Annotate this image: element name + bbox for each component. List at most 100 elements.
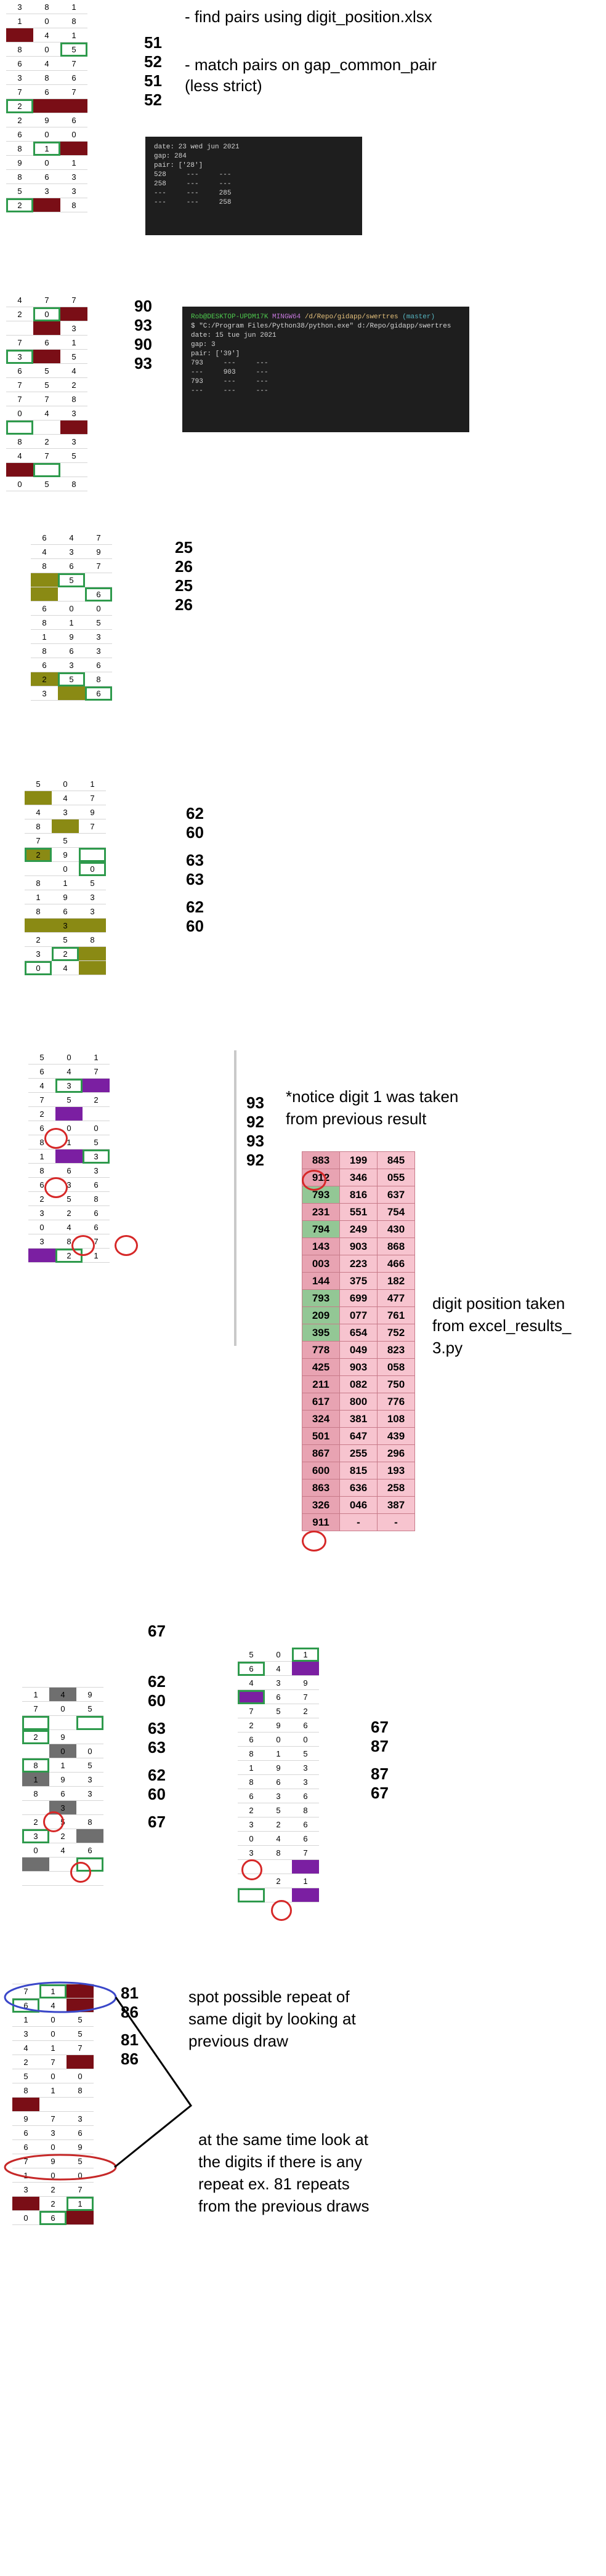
results-row: 911-- (302, 1513, 415, 1531)
results-cell: - (339, 1513, 378, 1531)
grid-cell: 6 (85, 686, 112, 701)
results-cell: 778 (302, 1341, 340, 1359)
grid-cell: 5 (238, 1648, 265, 1662)
results-cell: 903 (339, 1358, 378, 1376)
grid-cell: 0 (67, 2069, 94, 2083)
grid-cell (6, 420, 33, 435)
grid-row (6, 420, 87, 435)
highlight-ellipse-bottom (4, 2154, 117, 2181)
results-cell: 776 (377, 1393, 415, 1411)
red-circle-marker (302, 1170, 326, 1191)
grid-row: 6 (31, 587, 112, 602)
grid-cell: 5 (52, 932, 79, 947)
grid-cell: 5 (33, 477, 60, 491)
grid-cell: 1 (58, 615, 85, 630)
results-cell: 324 (302, 1410, 340, 1428)
grid-cell: 7 (6, 377, 33, 392)
grid-cell: 6 (67, 2125, 94, 2140)
terminal-line: date: 15 tue jun 2021 (191, 332, 277, 339)
results-cell: 326 (302, 1496, 340, 1514)
results-cell: 231 (302, 1203, 340, 1221)
grid-cell: 3 (25, 946, 52, 961)
grid-cell: 8 (83, 1191, 110, 1206)
grid-cell: 9 (265, 1718, 292, 1733)
grid-cell: 8 (292, 1803, 319, 1817)
grid-cell (33, 462, 60, 477)
note-less-strict: (less strict) (185, 76, 262, 95)
grid-cell: 6 (76, 1843, 103, 1858)
grid-cell: 9 (52, 890, 79, 904)
grid-cell: 2 (67, 2210, 94, 2225)
grid-cell: 6 (12, 2125, 39, 2140)
grid-cell: 7 (6, 84, 33, 99)
grid-cell (12, 1970, 39, 1984)
grid-cell: 0 (39, 2012, 67, 2027)
pair-number: 63 (186, 870, 204, 888)
grid-cell: 9 (6, 155, 33, 170)
grid-cell: 0 (33, 155, 60, 170)
grid-cell: 0 (265, 1732, 292, 1747)
grid-cell: 7 (83, 1064, 110, 1079)
grid-cell: 1 (238, 1760, 265, 1775)
results-cell: 249 (339, 1220, 378, 1238)
grid-cell: 8 (33, 0, 60, 14)
pair-number: 62 (186, 804, 204, 823)
grid-cell: 0 (39, 2026, 67, 2041)
grid-cell: 7 (292, 1845, 319, 1860)
grid-cell: 0 (83, 1121, 110, 1135)
grid-cell: 6 (292, 1718, 319, 1733)
grid-cell: 6 (60, 113, 87, 127)
results-cell: 823 (377, 1341, 415, 1359)
grid-cell: 7 (39, 2055, 67, 2069)
grid-cell: 5 (58, 672, 85, 686)
results-cell: 049 (339, 1341, 378, 1359)
grid-cell: 7 (67, 2182, 94, 2197)
grid-cell (83, 1078, 110, 1093)
pair-number: 51 (144, 33, 162, 52)
grid-cell: 7 (60, 293, 87, 307)
grid-cell (76, 1829, 103, 1843)
note-previous-draws: from the previous draws (198, 2197, 370, 2215)
grid-cell (76, 1800, 103, 1815)
grid-cell: 6 (39, 2210, 67, 2225)
grid-cell: 6 (33, 169, 60, 184)
pair-number: 62 (148, 1672, 166, 1691)
grid-cell: 2 (265, 1817, 292, 1832)
grid-cell: 2 (6, 113, 33, 127)
grid-cell: 1 (22, 1687, 49, 1702)
note-digit-position: digit position taken (432, 1294, 565, 1313)
grid-cell: 3 (22, 1829, 49, 1843)
pair-number: 67 (371, 1784, 389, 1802)
grid-cell: 8 (60, 392, 87, 406)
red-circle-marker (271, 1900, 292, 1921)
grid-cell: 5 (292, 1746, 319, 1761)
terminal-line: --- 903 --- (191, 369, 269, 376)
grid-cell: 3 (292, 1774, 319, 1789)
grid-cell: 6 (83, 1177, 110, 1192)
grid-cell: 4 (31, 544, 58, 559)
grid-cell: 4 (67, 1984, 94, 1998)
results-cell: 750 (377, 1375, 415, 1393)
grid-cell (79, 960, 106, 975)
grid-cell: 1 (60, 28, 87, 42)
grid-cell: 9 (265, 1760, 292, 1775)
grid-cell: 2 (6, 307, 33, 321)
grid-cell (6, 321, 33, 336)
